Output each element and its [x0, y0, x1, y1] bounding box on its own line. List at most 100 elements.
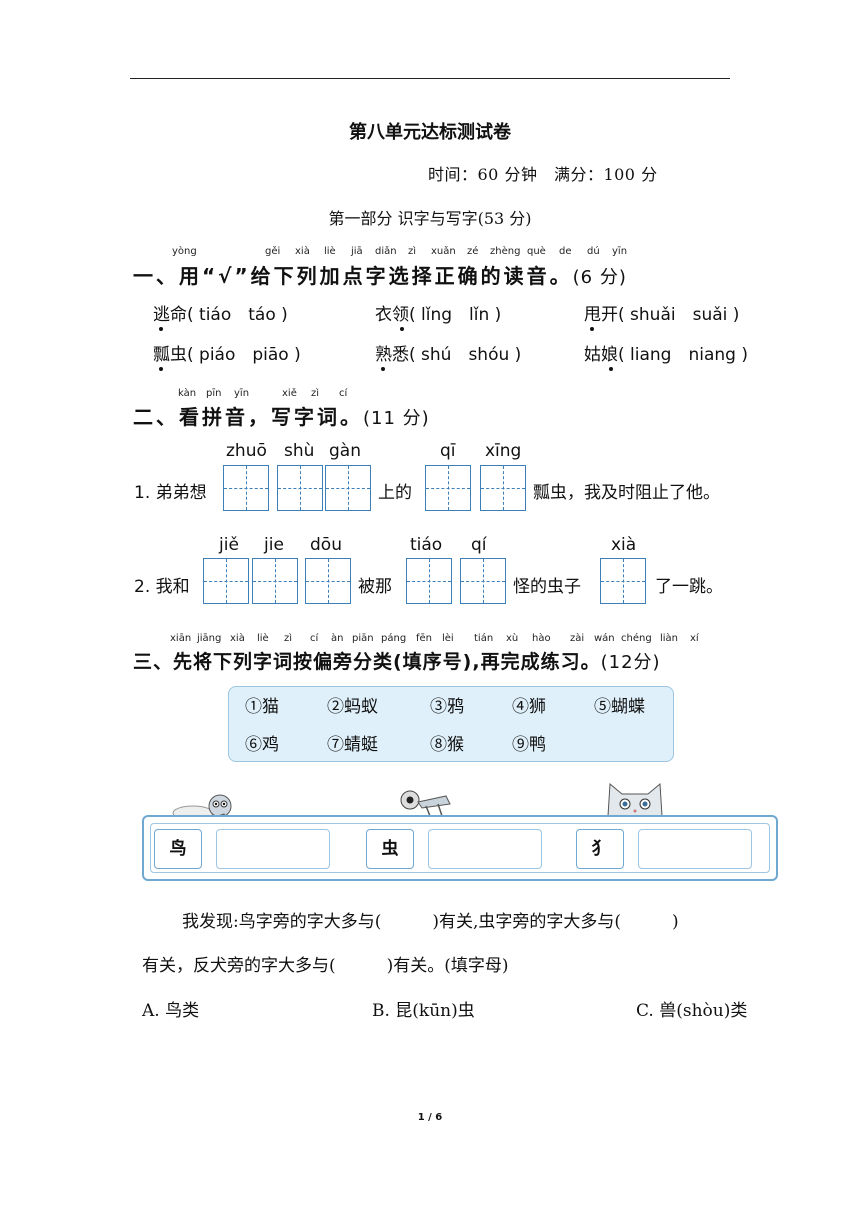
radical-sort-bar: 鸟 虫 犭 [142, 815, 778, 881]
heading-text: 三、先将下列字词按偏旁分类(填序号),再完成练习。 [133, 651, 601, 673]
pinyin: cí [310, 633, 319, 644]
writing-grid-box[interactable] [203, 558, 249, 604]
word-option: ⑨鸭 [512, 735, 546, 755]
radical-insect-label: 虫 [366, 829, 414, 869]
writing-grid-box[interactable] [305, 558, 351, 604]
pinyin: xià [230, 633, 245, 644]
pinyin: zì [311, 388, 320, 399]
word-option: ⑧猴 [430, 735, 464, 755]
option-c: C. 兽(shòu)类 [636, 1001, 748, 1021]
pinyin: jiāng [197, 633, 222, 644]
word-option: ③鸦 [430, 697, 464, 717]
q1-word: 甩开 [584, 305, 618, 331]
writing-grid-box[interactable] [480, 465, 526, 511]
pinyin: dōu [310, 535, 342, 555]
pinyin: chéng [621, 633, 652, 644]
pinyin: xí [690, 633, 699, 644]
writing-grid-box[interactable] [406, 558, 452, 604]
word-option: ①猫 [245, 697, 279, 717]
pinyin: zì [408, 246, 417, 257]
time-info: 时间：60 分钟 满分：100 分 [428, 165, 658, 184]
pinyin: jie [264, 535, 284, 555]
pinyin: gěi [265, 246, 281, 257]
option-a: A. 鸟类 [142, 1001, 200, 1021]
page-number: 1 / 6 [417, 1112, 443, 1123]
pinyin-options[interactable]: ( shú shóu ) [409, 345, 522, 365]
radical-bird-answer-slot[interactable] [216, 829, 330, 869]
word-option: ②蚂蚁 [327, 697, 378, 717]
pinyin: zhèng [490, 246, 521, 257]
q2-1-prefix: 1. 弟弟想 [134, 483, 207, 503]
emphasis-dot [381, 367, 385, 371]
pinyin: yīn [612, 246, 628, 257]
word-text: 甩开 [584, 305, 618, 325]
pinyin: pīn [206, 388, 222, 399]
word-option: ⑤蝴蝶 [594, 697, 645, 717]
pinyin: cí [339, 388, 348, 399]
finding-line-1[interactable]: 我发现:鸟字旁的字大多与( )有关,虫字旁的字大多与( ) [182, 912, 679, 932]
pinyin-options[interactable]: ( piáo piāo ) [187, 345, 301, 365]
writing-grid-box[interactable] [600, 558, 646, 604]
pinyin: shù [284, 441, 315, 461]
sort-bar-frame [150, 823, 770, 873]
pinyin: xuǎn [431, 246, 456, 257]
top-rule [130, 78, 730, 79]
writing-grid-box[interactable] [325, 465, 371, 511]
pinyin: xiě [282, 388, 297, 399]
writing-grid-box[interactable] [425, 465, 471, 511]
pinyin: xià [611, 535, 637, 555]
q1-item: 熟悉( shú shóu ) [375, 340, 522, 371]
writing-grid-box[interactable] [460, 558, 506, 604]
section2-heading: 二、看拼音，写字词。(11 分) [133, 401, 430, 430]
pinyin: àn [331, 633, 344, 644]
pinyin: fēn [416, 633, 433, 644]
pinyin-options[interactable]: ( tiáo táo ) [187, 305, 288, 325]
pinyin: qī [440, 441, 456, 461]
pinyin: wán [594, 633, 615, 644]
pinyin: gàn [329, 441, 361, 461]
writing-grid-box[interactable] [223, 465, 269, 511]
emphasis-dot [400, 327, 404, 331]
word-text: 逃命 [153, 305, 187, 325]
pinyin: tiáo [410, 535, 443, 555]
pinyin-options[interactable]: ( liang niang ) [618, 345, 748, 365]
emphasis-dot [159, 367, 163, 371]
q2-2-prefix: 2. 我和 [134, 577, 190, 597]
q1-word: 姑娘 [584, 345, 618, 371]
page-title: 第八单元达标测试卷 [349, 122, 511, 143]
writing-grid-box[interactable] [252, 558, 298, 604]
q2-2-suffix: 了一跳。 [655, 577, 723, 597]
score: (12分) [600, 652, 661, 673]
radical-bird-label: 鸟 [154, 829, 202, 869]
pinyin: què [527, 246, 546, 257]
word-text: 瓢虫 [153, 345, 187, 365]
emphasis-dot [159, 327, 163, 331]
pinyin: xià [295, 246, 310, 257]
word-text: 熟悉 [375, 345, 409, 365]
finding-line-2[interactable]: 有关，反犬旁的字大多与( )有关。(填字母) [142, 956, 509, 976]
part-title: 第一部分 识字与写字(53 分) [328, 209, 532, 228]
section1-heading: 一、用“√”给下列加点字选择正确的读音。(6 分) [133, 260, 627, 289]
q2-1-suffix: 瓢虫，我及时阻止了他。 [533, 483, 720, 503]
q1-item: 逃命( tiáo táo ) [153, 300, 288, 331]
score: (6 分) [572, 267, 627, 288]
heading-text: 二、看拼音，写字词。 [133, 405, 363, 429]
radical-dog-label: 犭 [576, 829, 624, 869]
word-text: 衣领 [375, 305, 409, 325]
q2-2-middle2: 怪的虫子 [513, 577, 581, 597]
pinyin-options[interactable]: ( lǐng lǐn ) [409, 305, 502, 325]
q2-1-middle: 上的 [378, 483, 412, 503]
word-text: 姑娘 [584, 345, 618, 365]
score: (11 分) [363, 408, 430, 429]
writing-grid-box[interactable] [277, 465, 323, 511]
radical-dog-answer-slot[interactable] [638, 829, 752, 869]
pinyin: lèi [442, 633, 454, 644]
pinyin-options[interactable]: ( shuǎi suǎi ) [618, 305, 740, 325]
section3-heading: 三、先将下列字词按偏旁分类(填序号),再完成练习。(12分) [133, 647, 661, 674]
word-option: ⑥鸡 [245, 735, 279, 755]
pinyin: de [559, 246, 572, 257]
word-option: ⑦蜻蜓 [327, 735, 378, 755]
radical-insect-answer-slot[interactable] [428, 829, 542, 869]
pinyin: zhuō [226, 441, 267, 461]
pinyin: dú [587, 246, 600, 257]
